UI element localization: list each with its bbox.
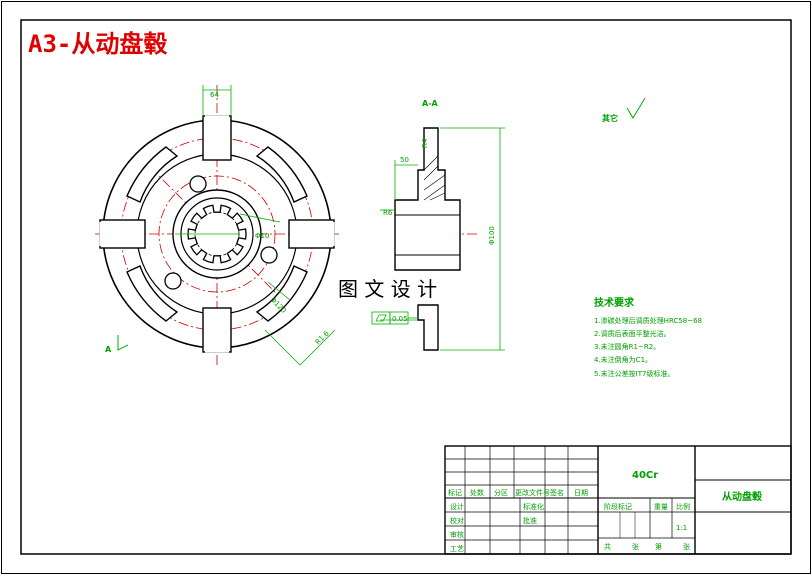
section-bottom-profile	[417, 304, 439, 351]
hdr-date: 日期	[574, 489, 588, 497]
tolerance-value: 0.05	[392, 315, 408, 323]
bolt-hole-right	[260, 246, 278, 264]
window-bottom-left	[126, 265, 179, 322]
dim-side-b: 50	[400, 156, 409, 164]
section-view: A-A R4 50 Φ100 R6	[371, 99, 505, 351]
title-block-text: 标记 处数 分区 更改文件号 签名 日期 设计 校对 审核 工艺 标准化 批准 …	[448, 470, 762, 553]
total-label: 共	[604, 542, 611, 551]
section-label: A-A	[422, 99, 439, 108]
hdr-sign: 签名	[550, 488, 564, 497]
dim-outer: R1.6	[314, 329, 331, 346]
sheet-title: A3-从动盘毂	[28, 30, 167, 58]
notch-right	[288, 219, 335, 249]
hdr-change: 更改文件号	[515, 488, 550, 497]
sheet-unit-1: 张	[632, 542, 639, 551]
ratio: 比例	[676, 502, 690, 511]
notch-top	[202, 115, 232, 161]
bolt-hole-left	[164, 272, 182, 290]
window-top-left	[126, 146, 179, 203]
part-name: 从动盘毂	[722, 490, 762, 503]
scale-value: 1:1	[676, 524, 687, 532]
sheet-unit-2: 张	[683, 542, 690, 551]
dim-side-c: R6	[383, 209, 393, 217]
section-top-profile	[394, 127, 461, 271]
row-design: 设计	[450, 502, 464, 511]
row-process: 工艺	[450, 545, 464, 553]
dim-top-width: 64	[210, 91, 219, 99]
watermark: 图 文 设 计	[338, 277, 437, 301]
tech-req-item-5: 5.未注公差按IT7级标准。	[594, 369, 674, 378]
window-top-right	[255, 146, 308, 203]
row-approve: 批准	[523, 516, 537, 525]
roughness-note: 其它	[602, 113, 618, 123]
page-label: 第	[655, 542, 662, 551]
tech-req-item-1: 1.渗碳处理后调质处理HRC58~68	[594, 316, 702, 325]
title-block	[444, 445, 792, 555]
hdr-mark: 标记	[448, 488, 462, 497]
tech-req-item-3: 3.未注圆角R1~R2。	[594, 342, 660, 351]
stage-mark: 阶段标记	[604, 502, 632, 511]
hdr-zone: 分区	[494, 488, 508, 497]
technical-requirements: 技术要求 1.渗碳处理后调质处理HRC58~68 2.调质后表面平整光洁。 3.…	[594, 296, 702, 378]
weight: 重量	[654, 503, 668, 511]
tech-req-item-4: 4.未注倒角为C1。	[594, 355, 652, 364]
dim-side-a: R4	[421, 138, 429, 148]
row-standard: 标准化	[523, 502, 544, 511]
notch-left	[99, 219, 146, 249]
front-view: 64 Φ10 Φ120 R1.6 A	[95, 85, 340, 366]
notch-bottom	[202, 307, 232, 353]
material: 40Cr	[632, 470, 658, 481]
tolerance-frame: 0.05	[371, 311, 418, 325]
tech-req-heading: 技术要求	[594, 296, 635, 309]
roughness-symbol-icon	[626, 97, 646, 119]
tech-req-item-2: 2.调质后表面平整光洁。	[594, 329, 671, 338]
inner-border	[20, 19, 792, 555]
hdr-count: 处数	[470, 488, 484, 497]
dim-side-h: Φ100	[488, 226, 496, 245]
row-check: 校对	[450, 516, 464, 525]
bolt-hole-upper	[189, 175, 207, 193]
row-audit: 审核	[450, 530, 464, 539]
dim-bolt-circle: Φ10	[255, 232, 269, 240]
view-arrow-label: A	[105, 345, 112, 354]
